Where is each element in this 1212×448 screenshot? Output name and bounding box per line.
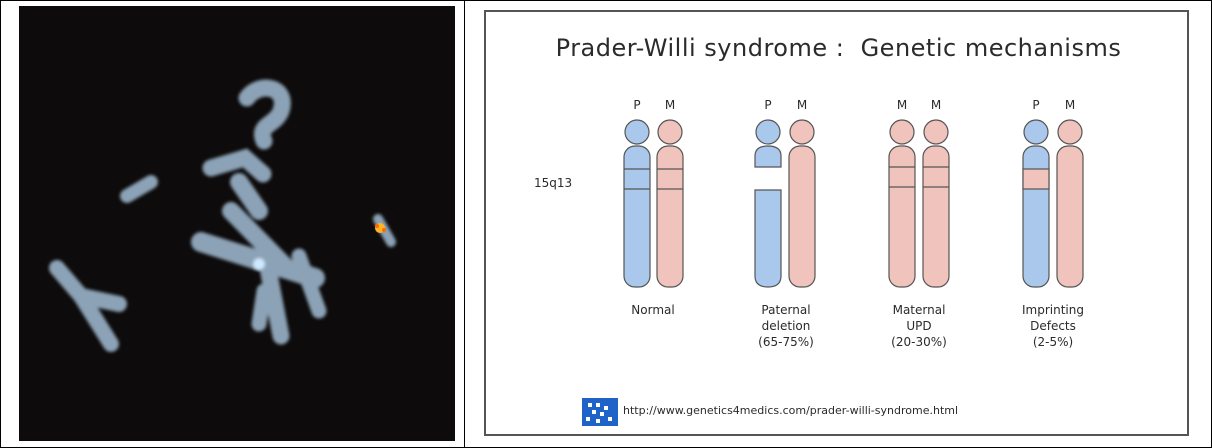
- caption-line: UPD: [906, 319, 931, 333]
- maternal-chromosome: [923, 120, 949, 287]
- caption-line: Normal: [631, 303, 674, 317]
- source-url-link[interactable]: http://www.genetics4medics.com/prader-wi…: [623, 404, 958, 417]
- caption-line: (65-75%): [758, 335, 814, 349]
- parent-label: M: [797, 98, 807, 112]
- chromosome-diagram: 15q13 P M Normal P M: [486, 12, 1189, 436]
- paternal-chromosome: [624, 120, 650, 287]
- group-maternal-upd: M M Maternal UPD (20-30%): [889, 98, 949, 349]
- parent-label: M: [1065, 98, 1075, 112]
- group-normal: P M Normal: [624, 98, 683, 317]
- caption-line: Imprinting: [1022, 303, 1084, 317]
- caption-line: (2-5%): [1033, 335, 1073, 349]
- site-logo-icon: [582, 398, 618, 426]
- caption-line: (20-30%): [891, 335, 947, 349]
- paternal-chromosome-imprinted: [1023, 120, 1049, 287]
- parent-label: M: [931, 98, 941, 112]
- maternal-chromosome: [1057, 120, 1083, 287]
- region-label-15q13: 15q13: [534, 176, 572, 190]
- genetic-mechanisms-diagram: Prader-Willi syndrome : Genetic mechanis…: [484, 10, 1189, 436]
- maternal-chromosome: [889, 120, 915, 287]
- fish-microscopy-image: [19, 6, 455, 441]
- parent-label: M: [897, 98, 907, 112]
- parent-label: P: [764, 98, 771, 112]
- paternal-chromosome-deleted: [755, 120, 781, 287]
- parent-label: M: [665, 98, 675, 112]
- caption-line: deletion: [762, 319, 811, 333]
- group-imprinting-defects: P M Imprinting Defects (2-5%): [1022, 98, 1084, 349]
- caption-line: Defects: [1030, 319, 1076, 333]
- group-paternal-deletion: P M Paternal deletion (65-75%): [755, 98, 815, 349]
- caption-line: Maternal: [893, 303, 946, 317]
- maternal-chromosome: [657, 120, 683, 287]
- maternal-chromosome: [789, 120, 815, 287]
- parent-label: P: [1032, 98, 1039, 112]
- parent-label: P: [633, 98, 640, 112]
- chromosome-spread: [19, 6, 455, 441]
- panel-divider: [464, 0, 465, 448]
- caption-line: Paternal: [761, 303, 810, 317]
